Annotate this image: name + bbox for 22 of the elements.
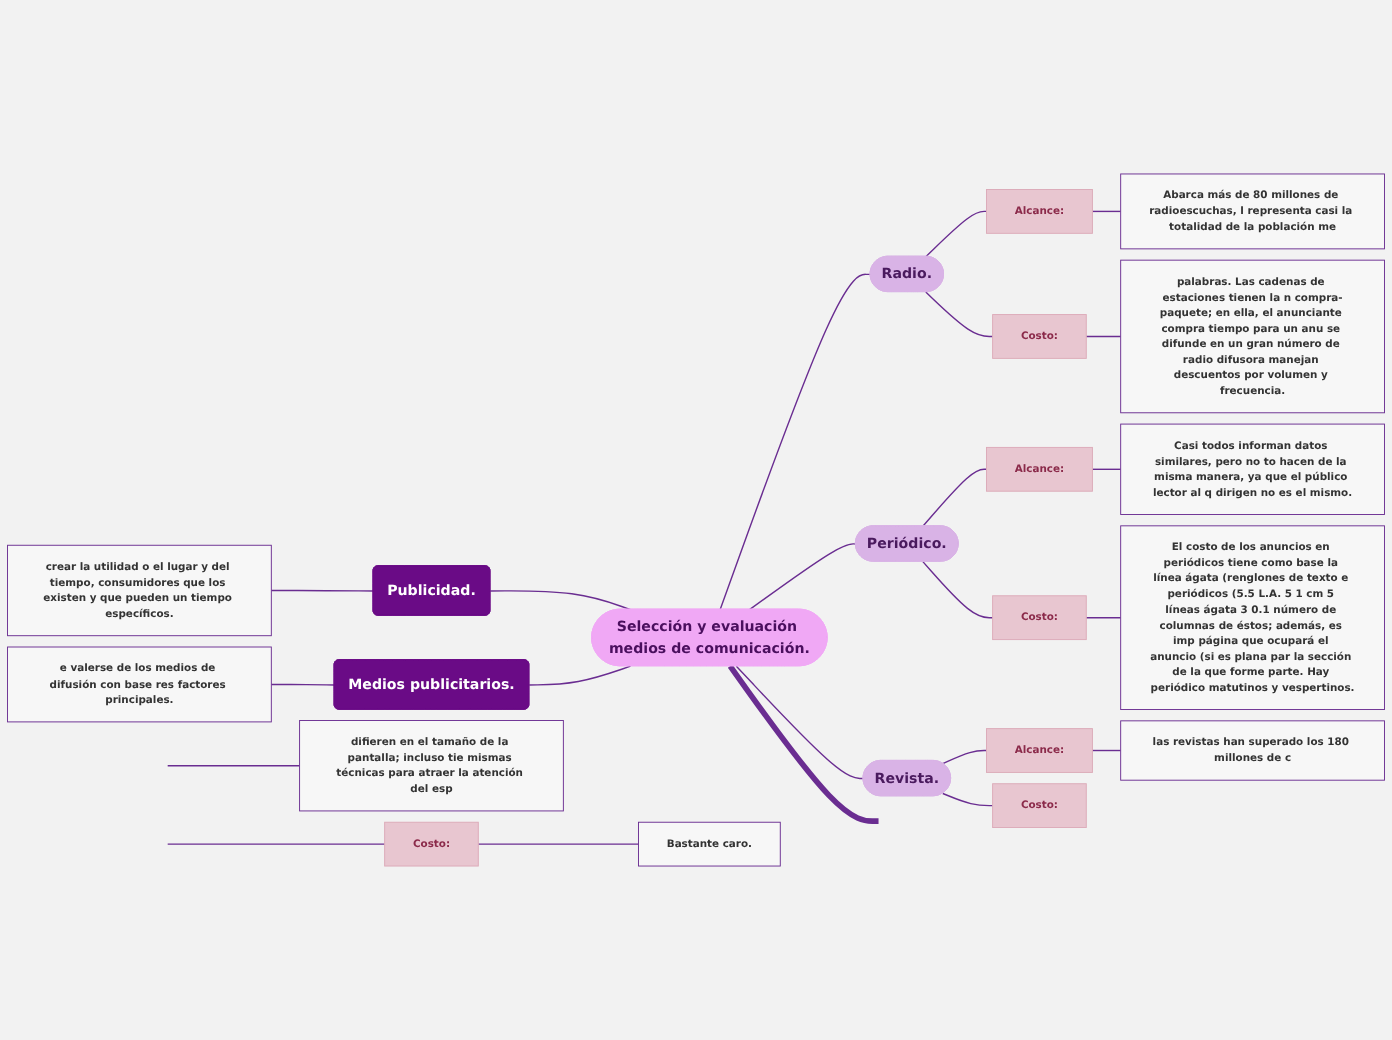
connector (719, 273, 872, 611)
connector (167, 765, 301, 767)
connector (735, 665, 865, 780)
connector (925, 210, 988, 258)
connector (727, 664, 879, 824)
connector (270, 589, 375, 592)
connector (1085, 616, 1122, 619)
connector (477, 843, 640, 845)
connector (528, 665, 632, 686)
connector (748, 543, 857, 611)
connector (1091, 210, 1122, 213)
connector (270, 683, 336, 686)
connector (489, 590, 632, 611)
connector (925, 291, 994, 338)
connector (942, 749, 988, 765)
connector (1085, 335, 1122, 338)
connector (1091, 468, 1122, 470)
connector (942, 792, 994, 807)
connector (167, 843, 386, 845)
connector (922, 560, 994, 619)
connector (1091, 749, 1122, 752)
connector (922, 468, 988, 527)
